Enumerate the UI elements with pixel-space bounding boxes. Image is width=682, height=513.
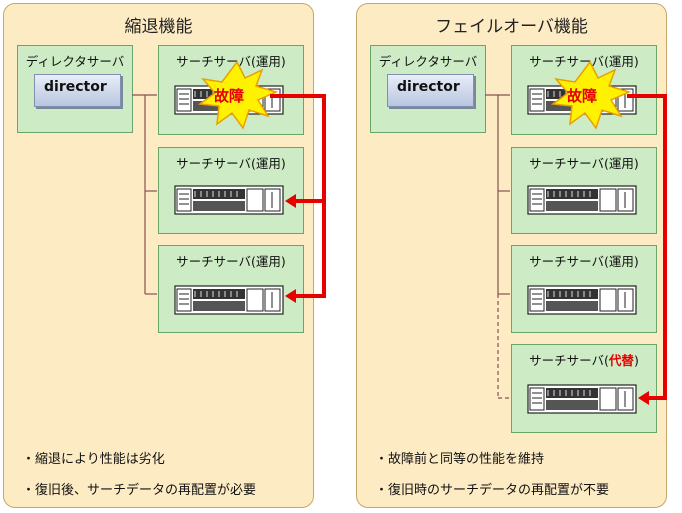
director-button: director — [387, 74, 474, 107]
bullet-list: ・縮退により性能は劣化 ・復旧後、サーチデータの再配置が必要 — [22, 444, 256, 506]
director-server-label: ディレクタサーバ — [25, 54, 125, 69]
standby-server-label: サーチサーバ(代替) — [512, 350, 656, 369]
bullet-item: ・復旧時のサーチデータの再配置が不要 — [375, 483, 610, 498]
director-server-label: ディレクタサーバ — [378, 54, 478, 69]
standby-label-suffix: ) — [633, 353, 639, 368]
search-server-label: サーチサーバ(運用) — [176, 54, 286, 69]
bullet-item: ・復旧後、サーチデータの再配置が必要 — [22, 483, 257, 498]
search-server-label: サーチサーバ(運用) — [529, 156, 639, 171]
search-server-box-1: サーチサーバ(運用) — [511, 45, 657, 135]
search-server-label: サーチサーバ(運用) — [176, 254, 286, 269]
bullet-item: ・故障前と同等の性能を維持 — [375, 452, 545, 467]
search-server-box-3: サーチサーバ(運用) — [511, 245, 657, 333]
search-server-box-2: サーチサーバ(運用) — [511, 147, 657, 234]
degraded-mode-panel: 縮退機能 ディレクタサーバ director サーチサーバ(運用) サーチサーバ… — [3, 3, 314, 508]
bullet-item: ・縮退により性能は劣化 — [22, 452, 165, 467]
standby-label-prefix: サーチサーバ( — [529, 353, 609, 368]
search-server-box-2: サーチサーバ(運用) — [158, 147, 304, 234]
search-server-box-3: サーチサーバ(運用) — [158, 245, 304, 333]
search-server-label: サーチサーバ(運用) — [529, 54, 639, 69]
director-server-box: ディレクタサーバ director — [370, 45, 486, 133]
standby-server-box: サーチサーバ(代替) — [511, 344, 657, 433]
bullet-list: ・故障前と同等の性能を維持 ・復旧時のサーチデータの再配置が不要 — [375, 444, 609, 506]
panel-title: 縮退機能 — [124, 17, 193, 37]
failover-panel: フェイルオーバ機能 ディレクタサーバ director サーチサーバ(運用) サ… — [356, 3, 667, 508]
search-server-label: サーチサーバ(運用) — [529, 254, 639, 269]
director-server-box: ディレクタサーバ director — [17, 45, 133, 133]
director-button: director — [34, 74, 121, 107]
search-server-label: サーチサーバ(運用) — [176, 156, 286, 171]
standby-label-highlight: 代替 — [608, 353, 634, 368]
search-server-box-1: サーチサーバ(運用) — [158, 45, 304, 135]
panel-title: フェイルオーバ機能 — [435, 17, 588, 37]
